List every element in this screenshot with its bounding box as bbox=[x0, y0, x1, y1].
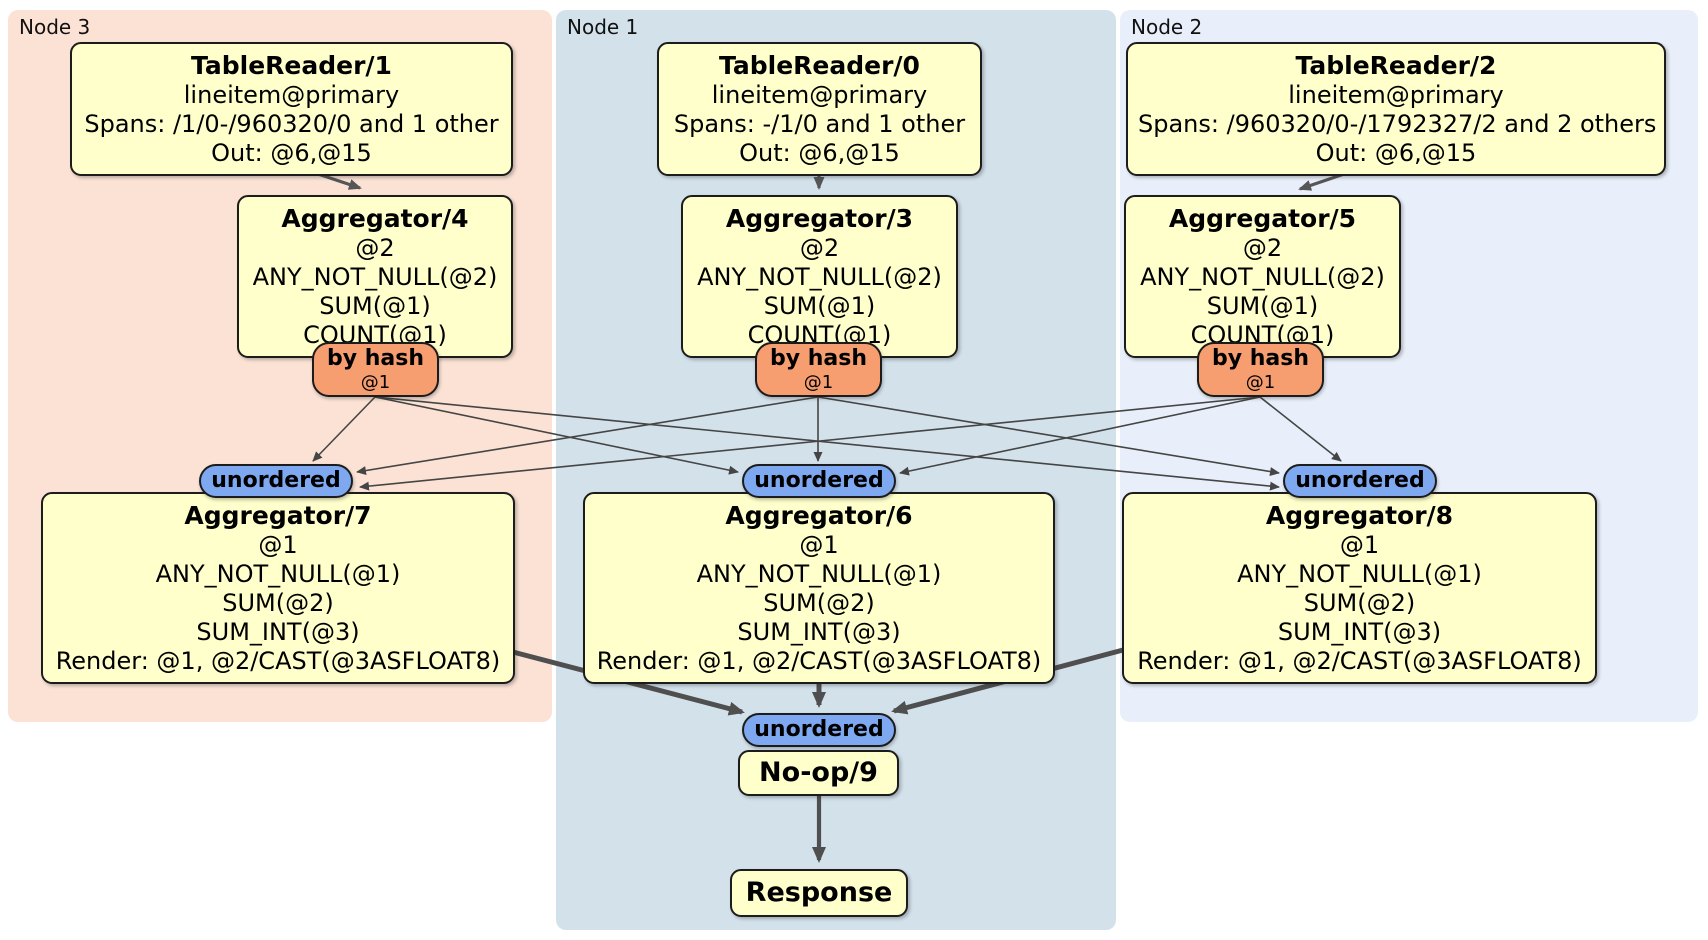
noop-9-box: No-op/9 bbox=[738, 750, 899, 796]
tablereader-1-index: lineitem@primary bbox=[183, 81, 400, 109]
aggregator-7-render: Render: @1, @2/CAST(@3ASFLOAT8) bbox=[55, 647, 501, 675]
aggregator-3-fn: SUM(@1) bbox=[763, 292, 876, 320]
aggregator-3-box: Aggregator/3 @2 ANY_NOT_NULL(@2) SUM(@1)… bbox=[681, 195, 958, 358]
tablereader-1-box: TableReader/1 lineitem@primary Spans: /1… bbox=[70, 42, 513, 176]
noop-9-title: No-op/9 bbox=[759, 757, 878, 788]
hash-router-5-label: by hash bbox=[1211, 346, 1309, 371]
tablereader-1-title: TableReader/1 bbox=[191, 51, 392, 80]
aggregator-3-title: Aggregator/3 bbox=[725, 204, 914, 233]
aggregator-6-title: Aggregator/6 bbox=[725, 501, 913, 530]
aggregator-7-box: Aggregator/7 @1 ANY_NOT_NULL(@1) SUM(@2)… bbox=[41, 492, 515, 684]
unordered-stream-8-pill: unordered bbox=[1283, 464, 1437, 498]
hash-router-3-label: by hash bbox=[769, 346, 867, 371]
aggregator-3-fn: ANY_NOT_NULL(@2) bbox=[697, 263, 942, 291]
hash-router-5-pill: by hash @1 bbox=[1197, 342, 1324, 397]
aggregator-6-render: Render: @1, @2/CAST(@3ASFLOAT8) bbox=[596, 647, 1042, 675]
aggregator-6-fn: SUM(@2) bbox=[763, 589, 875, 617]
aggregator-4-box: Aggregator/4 @2 ANY_NOT_NULL(@2) SUM(@1)… bbox=[237, 195, 513, 358]
hash-router-4-label: by hash bbox=[326, 346, 424, 371]
aggregator-7-fn: SUM_INT(@3) bbox=[196, 618, 360, 646]
unordered-stream-6-pill: unordered bbox=[742, 464, 896, 498]
aggregator-4-group: @2 bbox=[355, 234, 395, 262]
aggregator-4-fn: SUM(@1) bbox=[319, 292, 431, 320]
aggregator-8-fn: ANY_NOT_NULL(@1) bbox=[1237, 560, 1482, 588]
tablereader-0-index: lineitem@primary bbox=[711, 81, 928, 109]
tablereader-0-box: TableReader/0 lineitem@primary Spans: -/… bbox=[657, 42, 982, 176]
aggregator-6-fn: ANY_NOT_NULL(@1) bbox=[696, 560, 942, 588]
aggregator-8-fn: SUM(@2) bbox=[1303, 589, 1416, 617]
aggregator-4-title: Aggregator/4 bbox=[281, 204, 469, 233]
region-node3-label: Node 3 bbox=[19, 15, 91, 39]
tablereader-2-box: TableReader/2 lineitem@primary Spans: /9… bbox=[1126, 42, 1666, 176]
aggregator-7-group: @1 bbox=[258, 531, 298, 559]
hash-router-4-detail: @1 bbox=[360, 372, 391, 393]
aggregator-7-fn: ANY_NOT_NULL(@1) bbox=[155, 560, 401, 588]
response-title: Response bbox=[745, 877, 893, 908]
aggregator-6-fn: SUM_INT(@3) bbox=[737, 618, 901, 646]
tablereader-0-title: TableReader/0 bbox=[719, 51, 920, 80]
aggregator-6-group: @1 bbox=[799, 531, 839, 559]
unordered-stream-7-pill: unordered bbox=[199, 464, 353, 498]
aggregator-5-group: @2 bbox=[1242, 234, 1283, 262]
aggregator-5-fn: ANY_NOT_NULL(@2) bbox=[1140, 263, 1385, 291]
tablereader-1-spans: Spans: /1/0-/960320/0 and 1 other bbox=[84, 110, 499, 138]
hash-router-3-pill: by hash @1 bbox=[755, 342, 882, 397]
hash-router-4-pill: by hash @1 bbox=[312, 342, 439, 397]
aggregator-4-fn: ANY_NOT_NULL(@2) bbox=[252, 263, 498, 291]
aggregator-8-render: Render: @1, @2/CAST(@3ASFLOAT8) bbox=[1137, 647, 1582, 675]
aggregator-5-box: Aggregator/5 @2 ANY_NOT_NULL(@2) SUM(@1)… bbox=[1124, 195, 1401, 358]
region-node2-label: Node 2 bbox=[1131, 15, 1203, 39]
hash-router-3-detail: @1 bbox=[803, 372, 834, 393]
hash-router-5-detail: @1 bbox=[1245, 372, 1276, 393]
aggregator-8-fn: SUM_INT(@3) bbox=[1277, 618, 1442, 646]
tablereader-2-out: Out: @6,@15 bbox=[1315, 139, 1477, 167]
aggregator-8-box: Aggregator/8 @1 ANY_NOT_NULL(@1) SUM(@2)… bbox=[1122, 492, 1597, 684]
response-box: Response bbox=[730, 869, 908, 917]
aggregator-5-title: Aggregator/5 bbox=[1168, 204, 1357, 233]
aggregator-7-fn: SUM(@2) bbox=[222, 589, 334, 617]
aggregator-8-title: Aggregator/8 bbox=[1265, 501, 1454, 530]
tablereader-2-title: TableReader/2 bbox=[1295, 51, 1497, 80]
tablereader-0-spans: Spans: -/1/0 and 1 other bbox=[673, 110, 966, 138]
tablereader-1-out: Out: @6,@15 bbox=[211, 139, 372, 167]
aggregator-7-title: Aggregator/7 bbox=[184, 501, 372, 530]
aggregator-5-fn: SUM(@1) bbox=[1206, 292, 1319, 320]
tablereader-0-out: Out: @6,@15 bbox=[739, 139, 900, 167]
aggregator-6-box: Aggregator/6 @1 ANY_NOT_NULL(@1) SUM(@2)… bbox=[583, 492, 1055, 684]
tablereader-2-index: lineitem@primary bbox=[1288, 81, 1504, 109]
aggregator-3-group: @2 bbox=[799, 234, 840, 262]
aggregator-8-group: @1 bbox=[1339, 531, 1380, 559]
region-node1-label: Node 1 bbox=[567, 15, 639, 39]
tablereader-2-spans: Spans: /960320/0-/1792327/2 and 2 others bbox=[1138, 110, 1657, 138]
unordered-stream-final-pill: unordered bbox=[742, 713, 896, 747]
